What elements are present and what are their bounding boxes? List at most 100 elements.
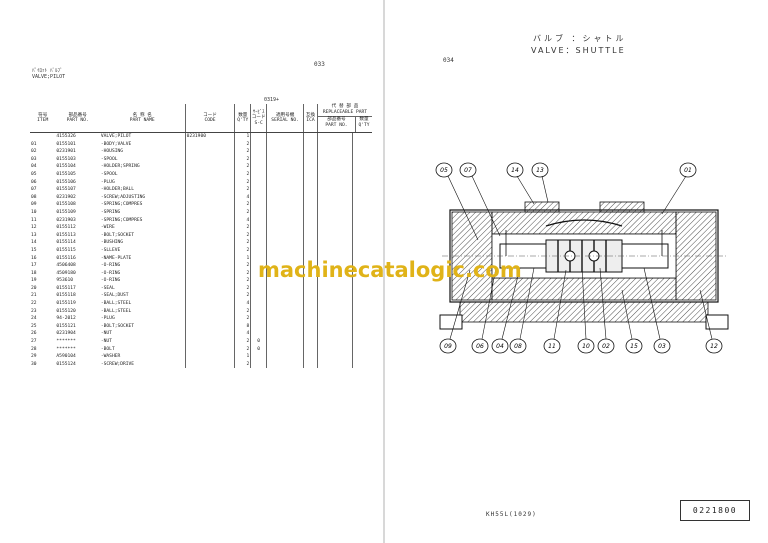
replaceable-group-label: 代 替 部 品 REPLACEABLE PART: [317, 104, 372, 117]
row-ica: [303, 132, 318, 141]
row-ica: [303, 148, 318, 156]
row-serial: [266, 193, 304, 202]
row-replaceable-part: [316, 132, 353, 141]
svg-text:08: 08: [514, 343, 522, 350]
row-code: [184, 269, 235, 278]
row-service-code: [250, 231, 267, 240]
svg-text:05: 05: [440, 167, 448, 174]
col-serial: 適用号機 SERIAL NO.: [266, 104, 304, 133]
row-service-code: [250, 216, 267, 225]
row-item-number: 16: [31, 255, 37, 261]
row-quantity: 2: [234, 140, 251, 149]
valve-cross-section-drawing: 05 07 14 13 01 09: [435, 162, 729, 354]
row-serial: [266, 231, 304, 240]
row-quantity: 2: [234, 307, 251, 316]
row-serial: [266, 262, 304, 270]
row-replaceable-qty: [351, 338, 372, 346]
row-item-number: 15: [31, 247, 37, 253]
row-part-number: 0155121: [56, 323, 76, 329]
row-part-name: -SPRING: [100, 209, 121, 215]
row-part-name: -SLLEVE: [100, 247, 121, 253]
row-item-number: [30, 133, 55, 141]
row-part-name: -SPOOL: [100, 156, 118, 162]
row-service-code: [250, 148, 267, 156]
callout-14: 14: [506, 162, 535, 205]
row-quantity: 2: [234, 224, 251, 232]
row-part-name: -WIRE: [100, 225, 115, 231]
row-replaceable-part: [316, 231, 353, 240]
row-quantity: 2: [234, 269, 251, 278]
row-service-code: [250, 140, 267, 149]
row-replaceable-qty: [351, 140, 372, 149]
row-quantity: 1: [234, 254, 251, 263]
col-ica: 互換 ICA: [303, 104, 318, 133]
row-ica: [303, 246, 318, 255]
row-service-code: 0: [250, 338, 267, 346]
row-replaceable-qty: [351, 360, 372, 369]
row-part-name: -BOLT;SOCKET: [100, 232, 135, 238]
row-replaceable-part: [316, 292, 353, 301]
row-ica: [303, 254, 318, 263]
row-part-number: 0155115: [56, 247, 76, 253]
row-code: [184, 284, 235, 293]
row-part-name: -BODY;VALVE: [100, 141, 132, 147]
row-item-number: 27: [31, 339, 37, 345]
row-serial: [266, 353, 304, 361]
row-part-number: 0155108: [56, 202, 76, 208]
row-replaceable-qty: [351, 132, 372, 141]
row-service-code: 0: [250, 345, 267, 354]
row-quantity: 2: [234, 163, 251, 171]
svg-text:11: 11: [548, 343, 556, 350]
col-part-name: 名 称 名 PART NAME: [99, 104, 186, 133]
row-ica: [303, 239, 318, 247]
row-part-name: -BOLT;SOCKET: [100, 323, 135, 329]
row-quantity: 2: [234, 360, 251, 369]
row-quantity: 2: [234, 277, 251, 285]
callout-10: 10: [577, 267, 595, 354]
col-item: 符号 ITEM: [30, 104, 56, 133]
row-ica: [303, 330, 318, 339]
row-replaceable-part: [316, 178, 353, 187]
row-serial: [266, 322, 304, 331]
row-service-code: [250, 246, 267, 255]
row-replaceable-part: [316, 208, 353, 217]
svg-text:07: 07: [464, 167, 472, 174]
row-part-number: 0155124: [56, 361, 76, 367]
footer-model-code: KH55L(1029): [486, 511, 537, 518]
row-ica: [303, 216, 318, 225]
row-part-number: 4155326: [56, 134, 76, 139]
row-part-name: -SPRING;COMPRES: [100, 217, 143, 223]
parts-table-header: 符号 ITEM 部品番号 PART NO. 名 称 名 PART NAME コー…: [30, 104, 372, 133]
row-part-name: -O-RING: [100, 263, 121, 269]
row-serial: [266, 155, 304, 164]
row-part-name: -WASHER: [100, 354, 121, 360]
row-part-name: -O-RING: [100, 278, 121, 284]
row-part-name: -SEAL;DUST: [100, 293, 129, 299]
row-service-code: [250, 292, 267, 301]
row-code: [184, 315, 235, 323]
row-part-number: 0155104: [56, 164, 76, 170]
row-replaceable-part: [316, 315, 353, 323]
svg-text:02: 02: [602, 343, 610, 350]
row-code: [184, 224, 235, 232]
row-replaceable-qty: [351, 186, 372, 194]
row-item-number: 29: [31, 354, 37, 360]
svg-text:09: 09: [444, 343, 452, 350]
row-replaceable-part: [316, 224, 353, 232]
row-item-number: 23: [31, 308, 37, 314]
callout-05: 05: [435, 162, 479, 241]
row-code: [184, 246, 235, 255]
row-part-number: 94-2012: [56, 316, 76, 322]
row-replaceable-part: [316, 239, 353, 247]
row-part-name: -O-RING: [100, 270, 121, 276]
row-replaceable-qty: [351, 224, 372, 232]
row-item-number: 06: [31, 179, 37, 185]
row-part-name: -SCREW;ADJUSTING: [100, 194, 146, 200]
